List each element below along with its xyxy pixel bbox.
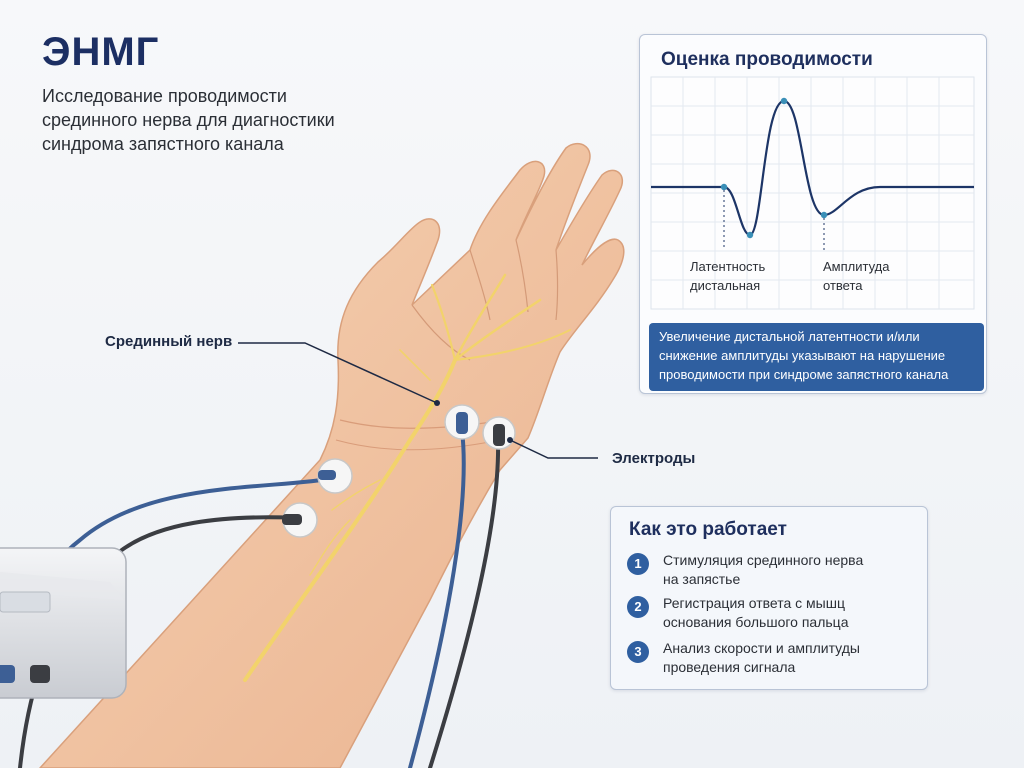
latency-label: Латентность дистальная (690, 257, 765, 295)
latency-label-line: дистальная (690, 278, 761, 293)
how-it-works-title: Как это работает (629, 519, 787, 540)
step-item: 2 Регистрация ответа с мышц основания бо… (627, 594, 917, 634)
median-nerve-label: Срединный нерв (105, 333, 233, 350)
peak-point (780, 97, 788, 105)
emg-device-icon (0, 547, 127, 699)
latency-label-line: Латентность (690, 259, 766, 274)
subtitle-line: Исследование проводимости (42, 86, 287, 106)
trough-point (746, 231, 754, 239)
electrode-icon (444, 404, 480, 440)
subtitle-line: синдрома запястного канала (42, 134, 284, 154)
step-item: 1 Стимуляция срединного нерва на запясть… (627, 551, 917, 591)
conduction-panel-title: Оценка проводимости (661, 49, 873, 70)
how-it-works-panel: Как это работает 1 Стимуляция срединного… (610, 506, 928, 690)
amplitude-point (820, 211, 828, 219)
conduction-note: Увеличение дистальной латентности и/или … (649, 323, 984, 391)
page-subtitle: Исследование проводимости срединного нер… (42, 84, 362, 156)
note-line: проводимости при синдроме запястного кан… (659, 367, 949, 382)
latency-point (720, 183, 728, 191)
step-text-line: основания большого пальца (663, 614, 849, 630)
step-text-line: Регистрация ответа с мышц (663, 595, 845, 611)
waveform-graph (650, 76, 975, 310)
step-number: 1 (627, 553, 649, 575)
step-text-line: Анализ скорости и амплитуды (663, 640, 860, 656)
electrode-callout-dot (507, 437, 513, 443)
step-text: Регистрация ответа с мышц основания боль… (663, 594, 848, 632)
step-number: 2 (627, 596, 649, 618)
step-text-line: Стимуляция срединного нерва (663, 552, 864, 568)
amplitude-label-line: ответа (823, 278, 863, 293)
step-text-line: на запястье (663, 571, 741, 587)
note-line: Увеличение дистальной латентности и/или (659, 329, 920, 344)
step-item: 3 Анализ скорости и амплитуды проведения… (627, 639, 917, 679)
note-line: снижение амплитуды указывают на нарушени… (659, 348, 946, 363)
amplitude-label: Амплитуда ответа (823, 257, 889, 295)
amplitude-label-line: Амплитуда (823, 259, 890, 274)
electrode-icon (317, 458, 353, 494)
conduction-panel: Оценка проводимости Латен (639, 34, 987, 394)
electrodes-label: Электроды (612, 450, 696, 467)
electrode-icon (482, 416, 516, 450)
step-number: 3 (627, 641, 649, 663)
subtitle-line: срединного нерва для диагностики (42, 110, 335, 130)
electrode-icon (282, 502, 318, 538)
median-nerve (243, 273, 571, 682)
hand-shape (38, 143, 625, 768)
step-text: Стимуляция срединного нерва на запястье (663, 551, 863, 589)
step-text: Анализ скорости и амплитуды проведения с… (663, 639, 860, 677)
page-title: ЭНМГ (42, 30, 160, 74)
nerve-callout-dot (434, 400, 440, 406)
callout-lines (238, 342, 598, 459)
step-text-line: проведения сигнала (663, 659, 796, 675)
